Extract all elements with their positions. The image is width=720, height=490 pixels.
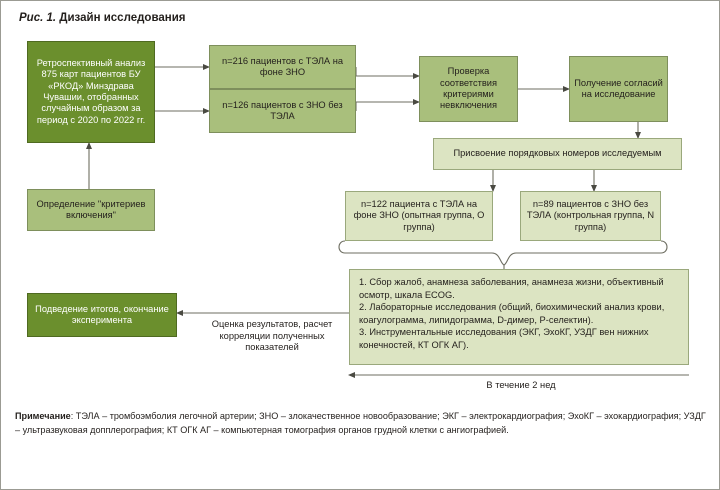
node-retrospective-analysis-label: Ретроспективный анализ 875 карт пациенто… [36, 58, 146, 125]
node-exclusion-check-label: Проверка соответствия критериями невключ… [439, 66, 498, 111]
node-procedures-line-3: 3. Инструментальные исследования (ЭКГ, Э… [359, 327, 649, 350]
node-control-group-label: n=89 пациентов с ЗНО без ТЭЛА (контрольн… [526, 199, 655, 232]
node-procedures: 1. Сбор жалоб, анамнеза заболевания, ана… [349, 269, 689, 365]
node-control-group: n=89 пациентов с ЗНО без ТЭЛА (контрольн… [520, 191, 661, 241]
figure-title: Рис. 1. Дизайн исследования [19, 12, 186, 24]
node-experimental-group-label: n=122 пациента с ТЭЛА на фоне ЗНО (опытн… [353, 199, 485, 232]
node-experimental-group: n=122 пациента с ТЭЛА на фоне ЗНО (опытн… [345, 191, 493, 241]
node-group-216-label: n=216 пациентов с ТЭЛА на фоне ЗНО [221, 55, 344, 77]
node-inclusion-criteria: Определение "критериев включения" [27, 189, 155, 231]
node-consent-label: Получение согласий на исследование [574, 77, 663, 99]
node-procedures-line-2: 2. Лабораторные исследования (общий, био… [359, 302, 665, 325]
node-consent: Получение согласий на исследование [569, 56, 668, 122]
node-retrospective-analysis: Ретроспективный анализ 875 карт пациенто… [27, 41, 155, 143]
node-group-216: n=216 пациентов с ТЭЛА на фоне ЗНО [209, 45, 356, 89]
node-inclusion-criteria-label: Определение "критериев включения" [36, 198, 146, 220]
node-numbering-label: Присвоение порядковых номеров исследуемы… [453, 148, 662, 159]
figure-note-text: : ТЭЛА – тромбоэмболия легочной артерии;… [15, 411, 706, 436]
node-group-126: n=126 пациентов с ЗНО без ТЭЛА [209, 89, 356, 133]
figure-number: Рис. 1. [19, 12, 57, 24]
node-conclusion-label: Подведение итогов, окончание эксперимент… [35, 303, 169, 325]
label-duration-text: В течение 2 нед [486, 380, 556, 390]
figure-note-label: Примечание [15, 411, 71, 421]
node-group-126-label: n=126 пациентов с ЗНО без ТЭЛА [222, 99, 343, 121]
node-numbering: Присвоение порядковых номеров исследуемы… [433, 138, 682, 170]
node-conclusion: Подведение итогов, окончание эксперимент… [27, 293, 177, 337]
node-exclusion-check: Проверка соответствия критериями невключ… [419, 56, 518, 122]
node-procedures-line-1: 1. Сбор жалоб, анамнеза заболевания, ана… [359, 277, 664, 300]
label-evaluation: Оценка результатов, расчет корреляции по… [197, 319, 347, 354]
label-duration: В течение 2 нед [461, 380, 581, 392]
label-evaluation-text: Оценка результатов, расчет корреляции по… [211, 319, 333, 353]
figure-caption: Дизайн исследования [59, 12, 186, 24]
figure-note: Примечание: ТЭЛА – тромбоэмболия легочно… [15, 409, 709, 437]
